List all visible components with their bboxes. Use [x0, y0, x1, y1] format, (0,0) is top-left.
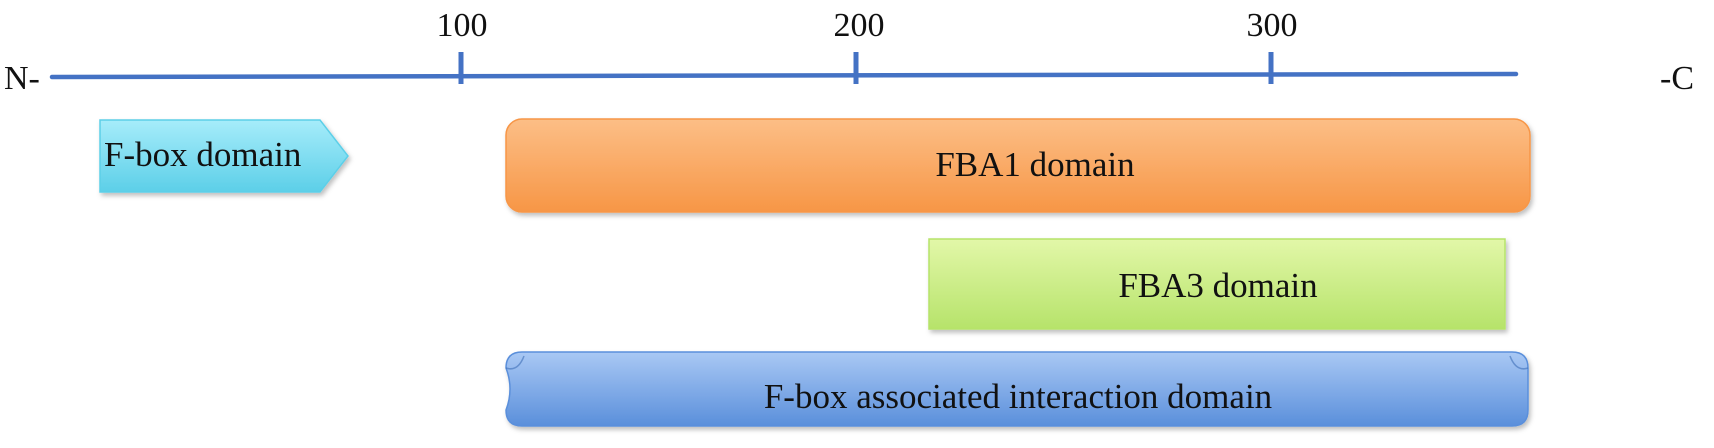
f-box-associated-end-fold-right: [1509, 355, 1529, 370]
f-box-associated-interaction-domain-shape: [505, 351, 1529, 427]
axis-tick-label-200: 200: [834, 7, 885, 44]
c-terminus-label: -C: [1660, 60, 1694, 97]
fba3-domain: FBA3 domain: [928, 238, 1506, 330]
sequence-axis-line: [49, 71, 1519, 80]
fba3-domain-shape: [928, 238, 1506, 330]
f-box-associated-interaction-domain-label: F-box associated interaction domain: [764, 377, 1272, 416]
fba3-domain-label: FBA3 domain: [1118, 266, 1317, 305]
f-box-domain-label: F-box domain: [104, 135, 301, 174]
f-box-associated-interaction-domain: F-box associated interaction domain: [505, 351, 1529, 427]
f-box-domain: F-box domain: [99, 119, 349, 193]
axis-tick-label-100: 100: [437, 7, 488, 44]
f-box-associated-end-fold-left: [505, 355, 525, 370]
fba1-domain-shape: [505, 118, 1531, 213]
n-terminus-label: N-: [4, 60, 40, 97]
f-box-domain-shape: [99, 119, 349, 193]
fba1-domain-label: FBA1 domain: [935, 145, 1134, 184]
axis-tick-label-300: 300: [1247, 7, 1298, 44]
fba1-domain: FBA1 domain: [505, 118, 1531, 213]
